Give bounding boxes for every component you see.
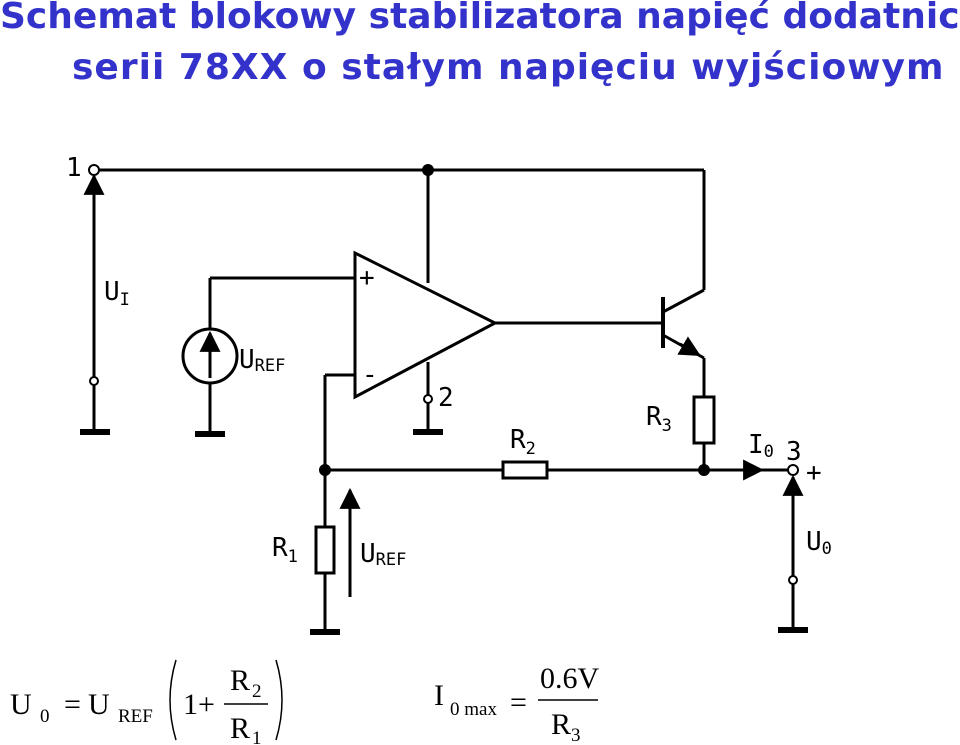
junction-dot-rail <box>422 164 434 176</box>
svg-text:REF: REF <box>118 706 153 727</box>
ui-label: UI <box>104 277 130 310</box>
output-plus-label: + <box>806 458 822 488</box>
junction-dot-output <box>698 464 710 476</box>
terminal-ui-bottom <box>89 376 99 386</box>
opamp-minus-label: - <box>362 360 378 390</box>
title-line-2: serii 78XX o stałym napięciu wyjściowym <box>72 47 945 88</box>
svg-text:1+: 1+ <box>183 688 215 721</box>
svg-text:0 max: 0 max <box>450 699 497 720</box>
svg-text:R: R <box>551 708 571 741</box>
terminal-3-label: 3 <box>786 437 802 467</box>
uref-label: UREF <box>239 345 285 376</box>
svg-text:1: 1 <box>252 728 262 745</box>
terminal-1-label: 1 <box>66 153 82 183</box>
reference-source-circle <box>181 327 239 385</box>
svg-text:U: U <box>88 688 110 721</box>
terminal-2-label: 2 <box>438 383 454 413</box>
junction-dot-feedback <box>319 464 331 476</box>
terminal-uo-bottom <box>788 575 798 585</box>
svg-text:U: U <box>10 688 32 721</box>
svg-text:3: 3 <box>571 725 581 745</box>
svg-text:R: R <box>230 712 250 745</box>
terminal-1 <box>88 164 100 176</box>
uref2-label: UREF <box>360 539 406 570</box>
opamp-triangle <box>353 250 499 400</box>
svg-text:R: R <box>230 664 250 697</box>
transistor-collector <box>662 288 705 314</box>
transistor-emitter-arrow <box>677 336 701 357</box>
terminal-2 <box>423 394 433 404</box>
svg-text:2: 2 <box>252 681 262 702</box>
resistor-r1 <box>314 525 336 575</box>
title-line-1: Schemat blokowy stabilizatora napięć dod… <box>0 0 960 37</box>
formula-i0max: I 0 max = 0.6V R 3 <box>434 662 600 745</box>
svg-text:0: 0 <box>40 706 50 727</box>
resistor-r3 <box>692 395 716 445</box>
svg-text:0.6V: 0.6V <box>540 662 600 695</box>
r1-label: R1 <box>272 533 298 567</box>
uo-label: U0 <box>806 527 832 559</box>
r3-label: R3 <box>646 402 672 436</box>
opamp-plus-label: + <box>359 263 375 293</box>
svg-text:=: = <box>510 686 527 719</box>
formula-u0: U 0 = U REF 1+ R 2 R 1 <box>10 659 283 745</box>
resistor-r2 <box>501 460 549 480</box>
r2-label: R2 <box>510 425 536 459</box>
svg-text:I: I <box>434 679 444 712</box>
svg-text:=: = <box>64 688 81 721</box>
io-label: I0 <box>748 430 774 462</box>
terminal-3 <box>787 464 799 476</box>
